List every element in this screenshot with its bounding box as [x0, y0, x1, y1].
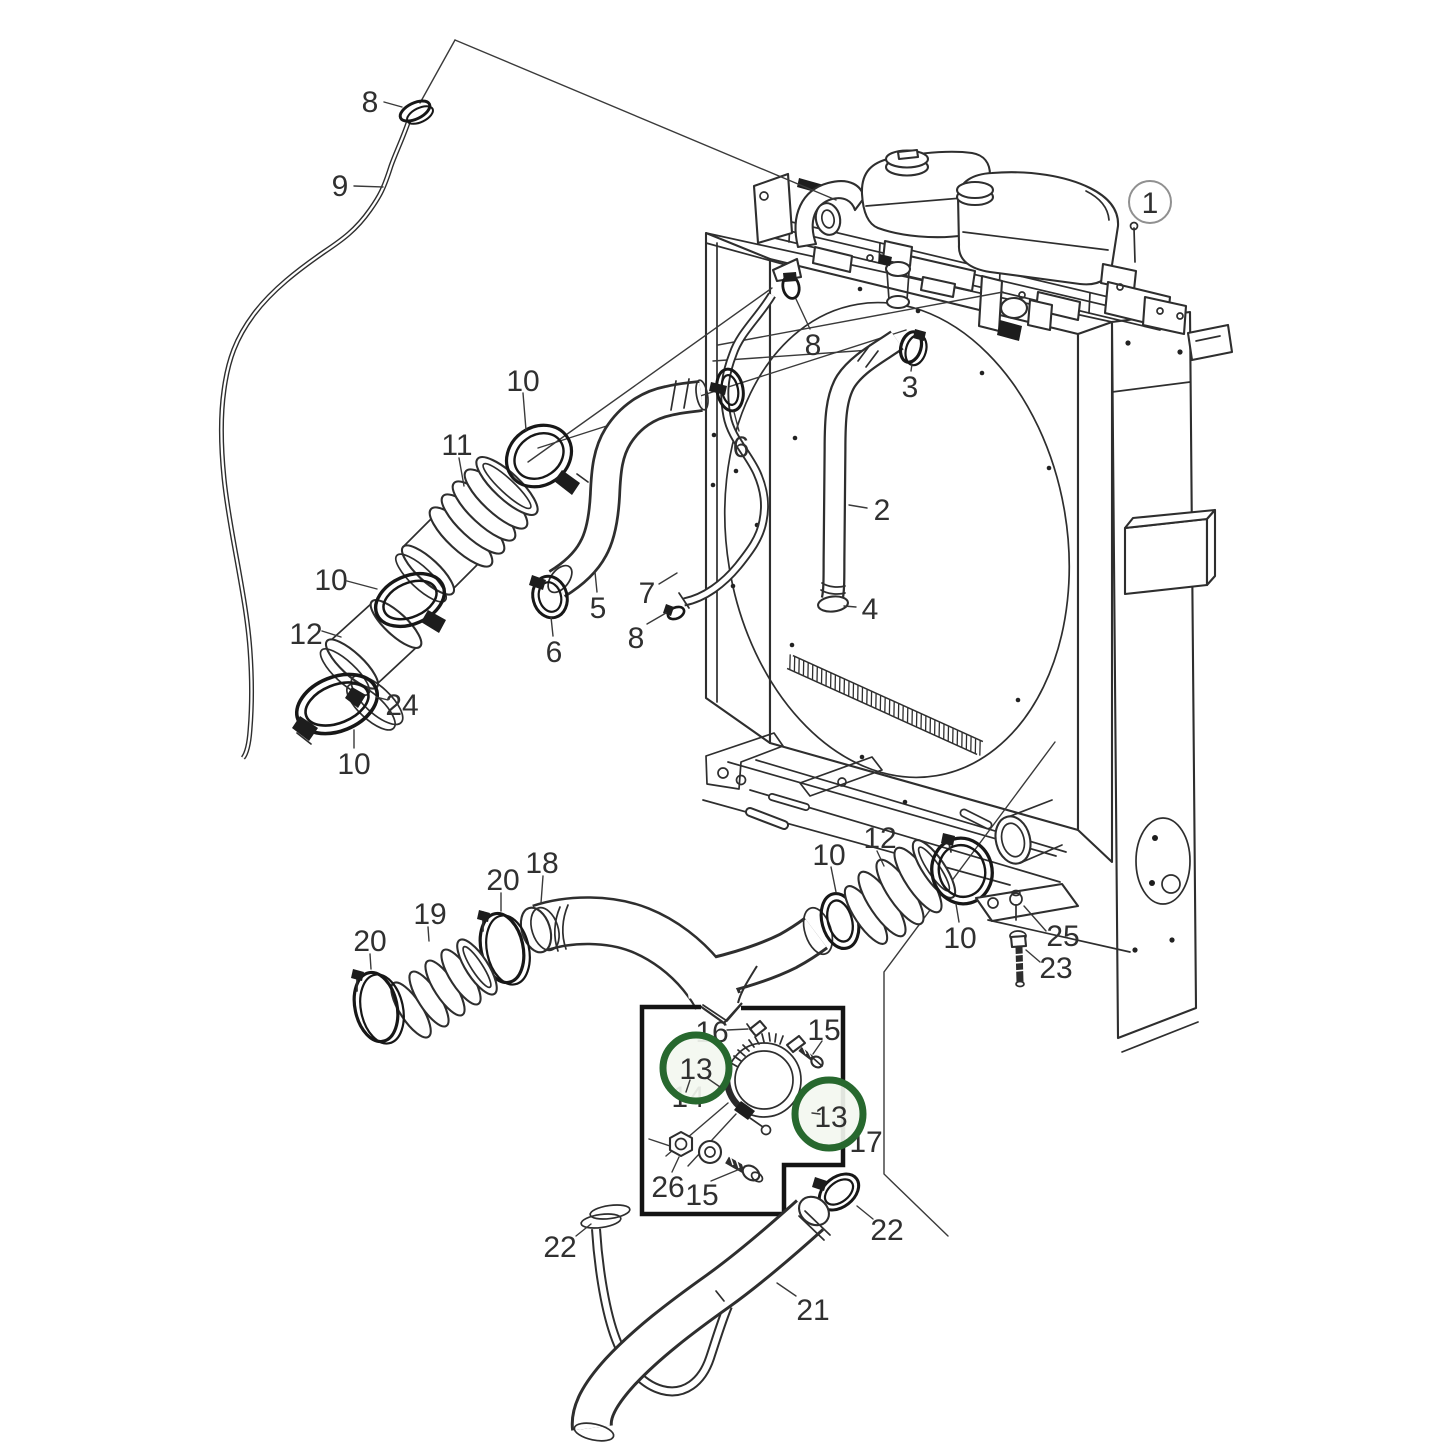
svg-text:10: 10	[506, 365, 539, 398]
svg-text:2: 2	[874, 494, 891, 527]
svg-text:12: 12	[289, 618, 322, 651]
svg-text:20: 20	[486, 864, 519, 897]
svg-text:8: 8	[362, 86, 379, 119]
svg-text:20: 20	[353, 925, 386, 958]
svg-text:21: 21	[796, 1294, 829, 1327]
svg-text:8: 8	[805, 329, 822, 362]
svg-text:3: 3	[902, 371, 919, 404]
svg-text:19: 19	[413, 898, 446, 931]
svg-text:12: 12	[863, 822, 896, 855]
svg-text:10: 10	[314, 564, 347, 597]
svg-text:18: 18	[525, 847, 558, 880]
svg-text:22: 22	[870, 1214, 903, 1247]
svg-text:22: 22	[543, 1231, 576, 1264]
svg-text:23: 23	[1039, 952, 1072, 985]
svg-text:8: 8	[628, 622, 645, 655]
svg-text:10: 10	[812, 839, 845, 872]
svg-text:24: 24	[385, 689, 418, 722]
svg-text:10: 10	[337, 748, 370, 781]
svg-text:15: 15	[685, 1179, 718, 1212]
svg-text:13: 13	[679, 1053, 712, 1086]
svg-text:1: 1	[1142, 187, 1159, 220]
svg-text:13: 13	[814, 1101, 847, 1134]
svg-text:6: 6	[546, 636, 563, 669]
svg-text:6: 6	[733, 431, 750, 464]
svg-text:11: 11	[441, 429, 472, 462]
svg-text:7: 7	[639, 577, 656, 610]
svg-text:10: 10	[943, 922, 976, 955]
svg-text:5: 5	[590, 592, 607, 625]
svg-text:4: 4	[862, 593, 879, 626]
svg-text:26: 26	[651, 1171, 684, 1204]
svg-text:9: 9	[332, 170, 349, 203]
svg-text:25: 25	[1046, 920, 1079, 953]
svg-text:15: 15	[807, 1014, 840, 1047]
